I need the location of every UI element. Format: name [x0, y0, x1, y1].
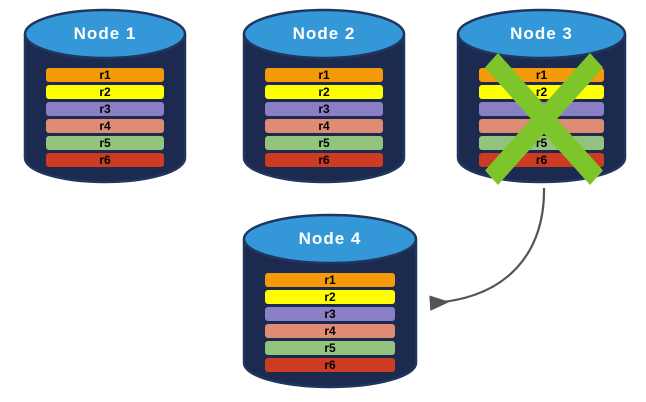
replica-row-r2[interactable]: r2 — [265, 290, 395, 304]
replica-row-r1[interactable]: r1 — [265, 273, 395, 287]
replica-row-r1[interactable]: r1 — [46, 68, 164, 82]
replica-row-r5[interactable]: r5 — [479, 136, 604, 150]
replica-row-r1[interactable]: r1 — [479, 68, 604, 82]
replica-row-r5[interactable]: r5 — [46, 136, 164, 150]
replica-row-r4[interactable]: r4 — [265, 324, 395, 338]
replica-row-r1[interactable]: r1 — [265, 68, 383, 82]
replica-row-r5[interactable]: r5 — [265, 136, 383, 150]
replica-row-r6[interactable]: r6 — [265, 358, 395, 372]
replica-row-r2[interactable]: r2 — [479, 85, 604, 99]
replica-row-r3[interactable]: r3 — [479, 102, 604, 116]
replica-row-r2[interactable]: r2 — [265, 85, 383, 99]
curved-arrow-icon — [429, 187, 546, 311]
cylinder-top-disk — [242, 213, 418, 265]
replica-row-r4[interactable]: r4 — [265, 119, 383, 133]
replica-row-r3[interactable]: r3 — [265, 307, 395, 321]
replica-row-r6[interactable]: r6 — [479, 153, 604, 167]
replica-row-r6[interactable]: r6 — [265, 153, 383, 167]
replica-row-r5[interactable]: r5 — [265, 341, 395, 355]
replica-row-r4[interactable]: r4 — [46, 119, 164, 133]
cylinder-top-disk — [242, 8, 406, 60]
cylinder-top-disk — [456, 8, 627, 60]
cylinder-top-disk — [23, 8, 187, 60]
replica-row-r3[interactable]: r3 — [46, 102, 164, 116]
replica-row-r6[interactable]: r6 — [46, 153, 164, 167]
replica-row-r2[interactable]: r2 — [46, 85, 164, 99]
replica-row-r4[interactable]: r4 — [479, 119, 604, 133]
replica-row-r3[interactable]: r3 — [265, 102, 383, 116]
